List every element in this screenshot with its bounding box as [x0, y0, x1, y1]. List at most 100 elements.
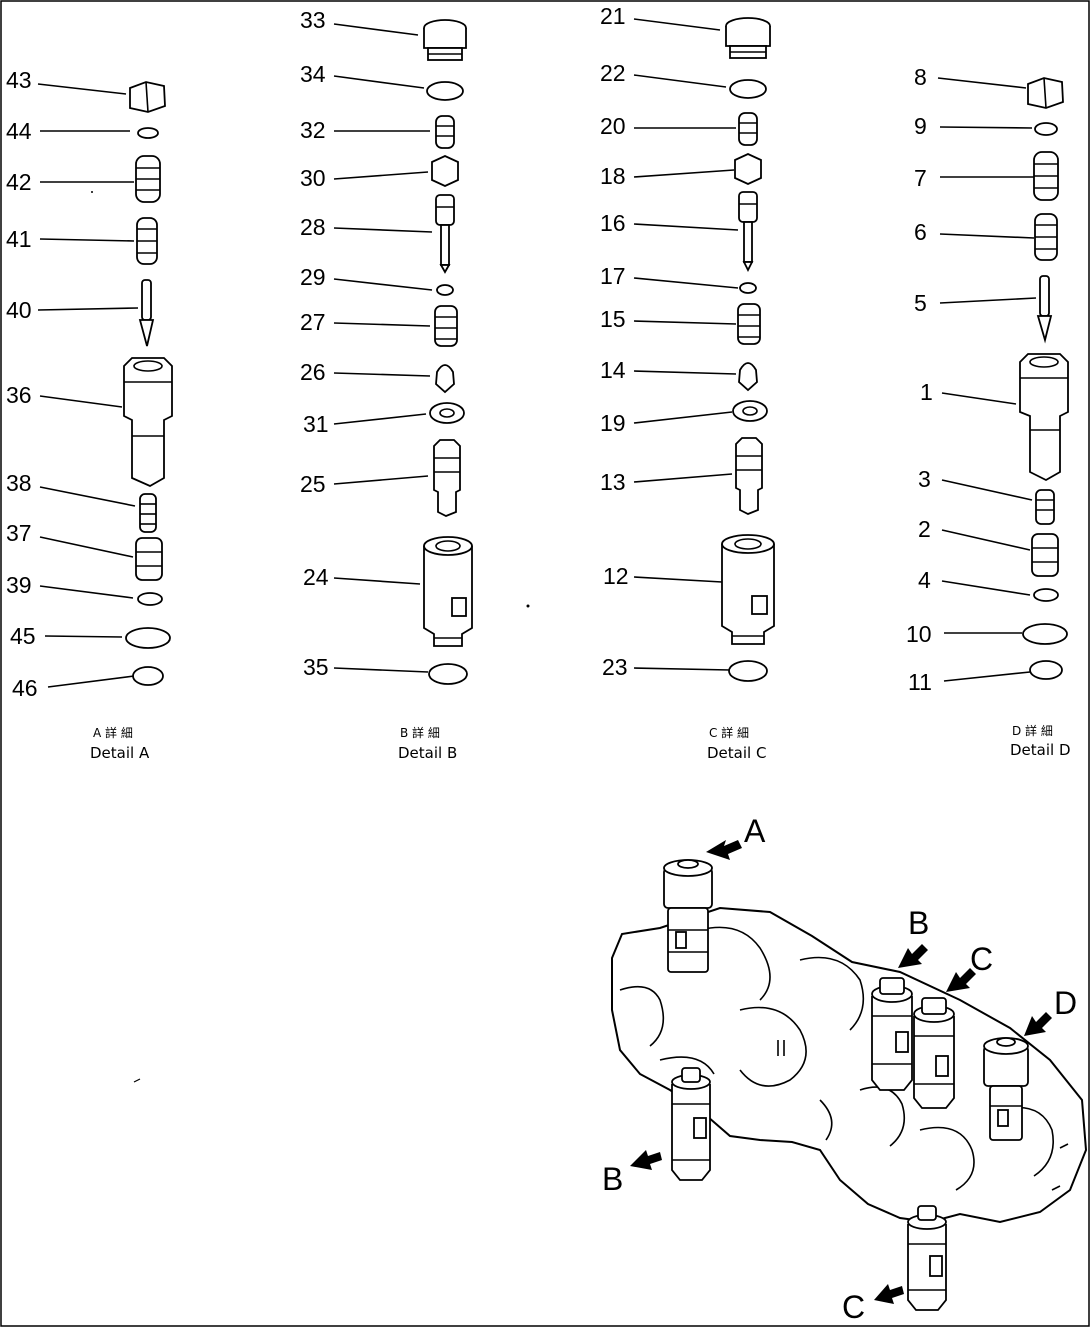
part-number-label: 16: [600, 210, 626, 236]
detail-caption-jp: D 詳 細: [1012, 723, 1053, 738]
detail-caption-jp: C 詳 細: [709, 725, 749, 740]
part-number-label: 2: [918, 516, 931, 542]
o-ring-part: [132, 666, 164, 686]
nut-part: [734, 153, 762, 185]
part-number-label: 31: [303, 411, 329, 437]
part-number-label: 11: [908, 669, 932, 695]
leader-line: [633, 473, 733, 483]
leader-line: [633, 74, 727, 88]
spring-part: [738, 112, 758, 146]
part-number-label: 10: [906, 621, 932, 647]
leader-line: [941, 392, 1017, 405]
stray-mark: [133, 1078, 141, 1083]
leader-line: [333, 23, 419, 36]
view-label-b-lower: B: [602, 1161, 623, 1197]
cartridge-body-part: [721, 534, 775, 645]
part-number-label: 5: [914, 290, 927, 316]
leader-line: [39, 585, 134, 599]
part-number-label: 27: [300, 309, 326, 335]
leader-line: [633, 667, 731, 671]
part-number-label: 13: [600, 469, 626, 495]
block-bulge: [819, 1099, 833, 1141]
leader-line: [333, 171, 429, 180]
leader-line: [939, 297, 1037, 304]
leader-line: [37, 83, 127, 95]
piston-pin-part: [738, 191, 758, 273]
plug-part: [725, 17, 771, 59]
leader-line: [39, 486, 136, 507]
relief-valve-c-bottom: [907, 1205, 947, 1311]
leader-line: [333, 278, 433, 291]
part-number-label: 28: [300, 214, 326, 240]
relief-valve-a: [663, 859, 713, 973]
detail-a-group: 43 44 42 41 40 36 38 37 39 45 46 A 詳 細 D…: [6, 67, 173, 762]
part-number-label: 43: [6, 67, 32, 93]
part-number-label: 45: [10, 623, 36, 649]
nut-part: [431, 155, 459, 187]
part-number-label: 25: [300, 471, 326, 497]
leader-line: [943, 671, 1031, 682]
plug-part: [423, 19, 467, 61]
detail-caption-en: Detail D: [1010, 741, 1071, 759]
part-number-label: 26: [300, 359, 326, 385]
part-number-label: 46: [12, 675, 38, 701]
piston-pin-part: [435, 194, 455, 274]
leader-line: [333, 322, 431, 327]
stray-dot: [91, 191, 93, 193]
relief-valve-d: [983, 1037, 1029, 1141]
arrow-b-icon: [898, 944, 928, 968]
leader-line: [941, 580, 1031, 596]
detail-caption-jp: A 詳 細: [93, 725, 133, 740]
leader-line: [39, 395, 123, 408]
part-number-label: 35: [303, 654, 329, 680]
part-number-label: 40: [6, 297, 32, 323]
leader-line: [333, 577, 421, 585]
part-number-label: 23: [602, 654, 628, 680]
leader-line: [47, 675, 135, 688]
detail-caption-en: Detail B: [398, 744, 457, 762]
leader-line: [333, 413, 427, 425]
arrow-c-lower-icon: [874, 1284, 904, 1304]
arrow-d-icon: [1024, 1012, 1052, 1036]
leader-line: [633, 320, 737, 325]
detail-d-group: 8 9 7 6 5 1 3 2 4 10 11 D 詳 細 Detail D: [906, 64, 1071, 759]
o-ring-part: [728, 660, 768, 682]
part-number-label: 24: [303, 564, 329, 590]
leader-line: [333, 372, 431, 377]
detail-caption-en: Detail A: [90, 744, 150, 762]
poppet-needle-part: [1036, 275, 1053, 344]
leader-line: [633, 169, 735, 178]
leader-line: [941, 479, 1033, 501]
part-number-label: 7: [914, 165, 927, 191]
relief-valve-b-bottom: [671, 1067, 711, 1181]
part-number-label: 6: [914, 219, 927, 245]
plunger-part: [1031, 533, 1059, 577]
part-number-label: 34: [300, 61, 326, 87]
part-number-label: 21: [600, 3, 626, 29]
o-ring-part: [1034, 122, 1058, 136]
o-ring-part: [436, 284, 454, 296]
valve-body-part: [1019, 353, 1069, 482]
leader-line: [333, 667, 429, 673]
part-number-label: 18: [600, 163, 626, 189]
sleeve-part: [433, 439, 461, 517]
detail-b-group: 33 34 32 30 28 29 27 26 31 25 24 35 B 詳 …: [300, 7, 473, 762]
part-number-label: 14: [600, 357, 626, 383]
leader-line: [633, 370, 737, 375]
o-ring-part: [739, 282, 757, 294]
leader-line: [939, 233, 1035, 239]
part-number-label: 36: [6, 382, 32, 408]
stray-dot: [526, 604, 530, 608]
sleeve-part: [735, 437, 763, 515]
part-number-label: 3: [918, 466, 931, 492]
plunger-part: [135, 537, 163, 581]
block-bulge: [919, 1126, 975, 1191]
part-number-label: 42: [6, 169, 32, 195]
poppet-part: [435, 364, 455, 394]
seat-part: [732, 400, 768, 422]
backup-ring-part: [1033, 588, 1059, 602]
part-number-label: 8: [914, 64, 927, 90]
view-label-a: A: [744, 813, 766, 849]
